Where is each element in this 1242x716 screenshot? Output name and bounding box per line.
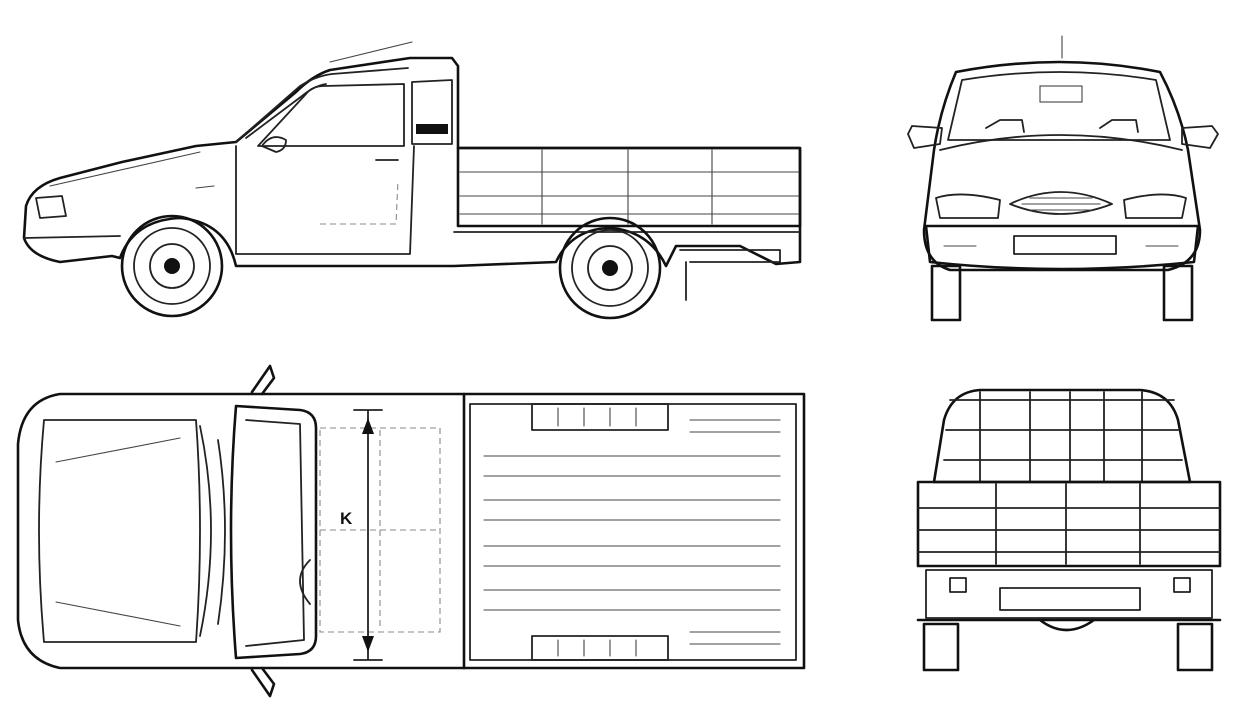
side-door: [235, 145, 415, 255]
rear-cab-window-grid: [943, 391, 1183, 483]
front-right-mirror: [1181, 125, 1219, 149]
top-k-dimension: K: [340, 409, 383, 661]
front-right-headlight: [1123, 193, 1187, 219]
top-cargo-hinges-top: [531, 403, 669, 431]
side-cargo-bed: [456, 146, 802, 228]
top-view: K: [16, 364, 806, 698]
top-right-mirror: [250, 666, 276, 698]
front-wipers: [985, 119, 1139, 133]
front-license-plate: [1013, 235, 1117, 255]
top-cab-hatch: [299, 559, 311, 605]
front-left-mirror: [907, 125, 943, 149]
side-front-bumper: [23, 235, 121, 239]
rear-right-tire: [1176, 622, 1214, 672]
top-cargo-hinges-bottom: [531, 635, 669, 661]
side-hood-line: [49, 151, 215, 189]
front-body-outline: [922, 60, 1202, 272]
top-hood: [38, 419, 201, 643]
front-bumper: [924, 224, 1200, 271]
top-cargo-bed: [469, 403, 797, 661]
side-door-detail: [320, 179, 399, 225]
front-left-tire: [930, 264, 962, 322]
rear-tailgate-slats: [917, 483, 1221, 565]
front-windshield: [947, 71, 1171, 141]
rear-chassis: [925, 569, 1213, 619]
side-door-window: [257, 83, 405, 147]
side-antenna: [329, 41, 413, 63]
rear-bumper: [916, 618, 1222, 632]
side-rear-window: [411, 79, 453, 145]
top-cab-inner: [245, 419, 305, 647]
side-front-wheel: [120, 214, 224, 318]
side-windshield: [235, 67, 409, 143]
rear-license-plate: [999, 587, 1141, 611]
side-cargo-slats: [459, 149, 799, 225]
front-grille-texture: [1021, 197, 1101, 211]
top-cab-roof: [229, 404, 318, 660]
top-hood-creases: [55, 437, 181, 627]
top-left-mirror: [250, 364, 276, 396]
rear-cab-outline: [932, 388, 1192, 484]
rear-tailgate: [916, 480, 1222, 568]
k-dimension-label: K: [340, 509, 353, 528]
top-interior-dashes: [319, 427, 441, 633]
rear-view: [916, 388, 1222, 672]
top-cargo-ribs: [483, 419, 781, 645]
front-view: [907, 35, 1219, 322]
side-vent-grille: [416, 124, 448, 134]
top-windshield: [199, 425, 226, 637]
front-hood-line: [939, 134, 1183, 151]
side-view: [22, 41, 802, 320]
front-grille: [1009, 191, 1113, 215]
side-headlight: [35, 195, 67, 219]
side-chassis: [453, 231, 801, 301]
front-sun-visor: [1039, 85, 1083, 103]
top-body-outline: [16, 392, 806, 670]
side-rear-wheel: [558, 216, 662, 320]
front-right-tire: [1162, 264, 1194, 322]
front-left-headlight: [935, 193, 1001, 219]
side-mirror: [261, 136, 287, 153]
rear-left-tire: [922, 622, 960, 672]
